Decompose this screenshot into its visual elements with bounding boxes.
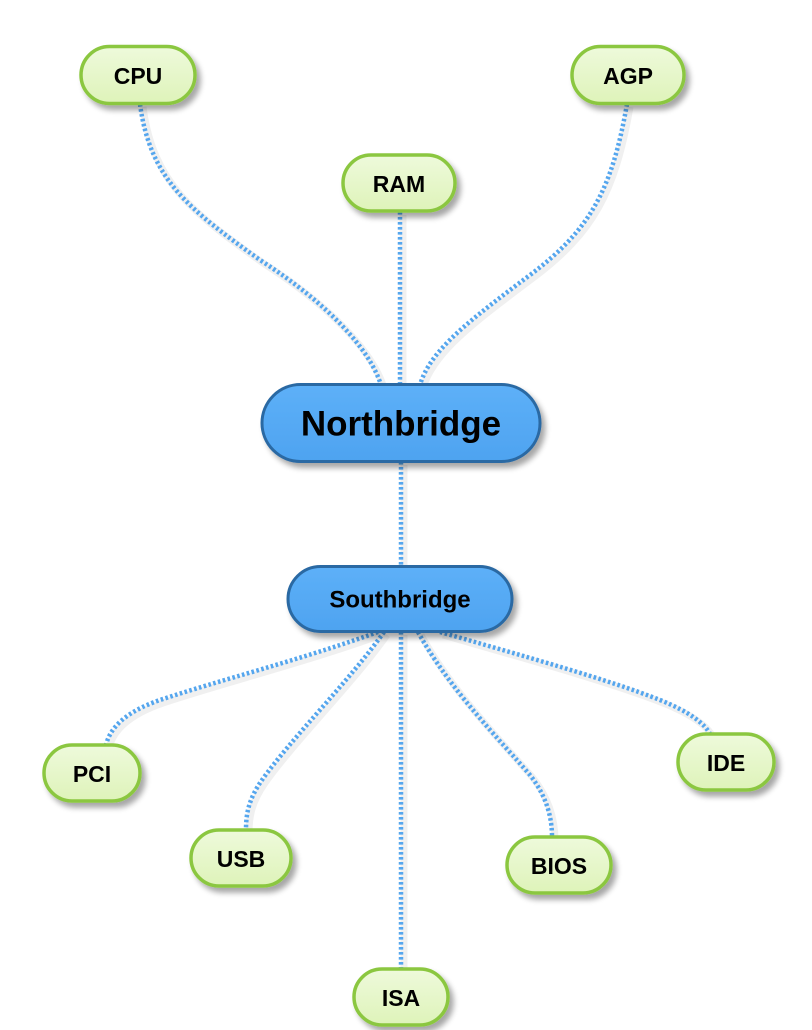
node-pci[interactable]: PCI bbox=[42, 743, 142, 803]
connector-agp-northbridge bbox=[417, 103, 630, 386]
node-shape-northbridge[interactable] bbox=[260, 383, 542, 463]
connector-cpu-northbridge bbox=[137, 103, 384, 386]
connector-shadow bbox=[139, 106, 388, 390]
node-bios[interactable]: BIOS bbox=[505, 835, 613, 895]
node-southbridge[interactable]: Southbridge bbox=[286, 565, 514, 633]
node-shape-ide[interactable] bbox=[676, 732, 776, 792]
node-usb[interactable]: USB bbox=[189, 828, 293, 888]
connector-southbridge-usb bbox=[243, 630, 386, 831]
connector-shadow bbox=[419, 106, 634, 390]
node-ide[interactable]: IDE bbox=[676, 732, 776, 792]
node-shape-bios[interactable] bbox=[505, 835, 613, 895]
connector-southbridge-bios bbox=[416, 630, 555, 838]
node-label-usb: USB bbox=[217, 846, 266, 872]
connector-southbridge-ide bbox=[439, 629, 713, 736]
node-label-cpu: CPU bbox=[114, 63, 163, 89]
connector-shadow bbox=[245, 632, 390, 834]
node-label-isa: ISA bbox=[382, 985, 420, 1011]
node-agp[interactable]: AGP bbox=[570, 44, 686, 106]
connector-southbridge-pci bbox=[103, 629, 379, 746]
node-label-pci: PCI bbox=[73, 761, 111, 787]
node-northbridge[interactable]: Northbridge bbox=[260, 383, 542, 463]
node-shape-usb[interactable] bbox=[189, 828, 293, 888]
node-shape-southbridge[interactable] bbox=[286, 565, 514, 633]
node-shape-agp[interactable] bbox=[570, 44, 686, 106]
connectors bbox=[103, 103, 717, 972]
node-label-southbridge: Southbridge bbox=[329, 587, 470, 614]
node-shape-ram[interactable] bbox=[341, 153, 457, 213]
node-shape-cpu[interactable] bbox=[79, 44, 197, 106]
node-label-ram: RAM bbox=[373, 171, 425, 197]
node-shape-pci[interactable] bbox=[42, 743, 142, 803]
node-ram[interactable]: RAM bbox=[341, 153, 457, 213]
node-label-ide: IDE bbox=[707, 750, 745, 776]
connector-shadow bbox=[105, 631, 383, 749]
node-label-agp: AGP bbox=[603, 63, 653, 89]
node-cpu[interactable]: CPU bbox=[79, 44, 197, 106]
node-shape-isa[interactable] bbox=[352, 967, 450, 1027]
node-label-bios: BIOS bbox=[531, 853, 587, 879]
node-label-northbridge: Northbridge bbox=[301, 405, 501, 444]
node-isa[interactable]: ISA bbox=[352, 967, 450, 1027]
